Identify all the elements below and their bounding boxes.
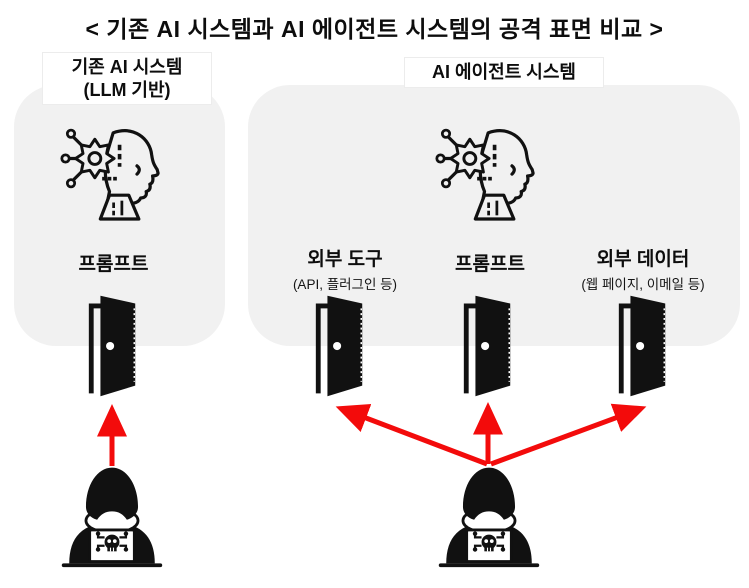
surface-sublabel: (API, 플러그인 등) bbox=[292, 276, 398, 292]
open-door-icon bbox=[311, 291, 369, 403]
open-door-icon bbox=[459, 291, 517, 403]
agent-attack-surface-data: 외부 데이터 (웹 페이지, 이메일 등) bbox=[552, 249, 734, 293]
legacy-system-header: 기존 AI 시스템 (LLM 기반) bbox=[42, 52, 212, 105]
surface-label: 프롬프트 bbox=[78, 254, 149, 275]
legacy-system-header-line2: (LLM 기반) bbox=[83, 79, 171, 100]
surface-label: 외부 도구 bbox=[307, 249, 383, 270]
open-door-icon bbox=[614, 291, 672, 403]
ai-brain-head-icon bbox=[60, 120, 170, 230]
attack-arrow-agent-data bbox=[490, 403, 647, 467]
surface-label: 외부 데이터 bbox=[596, 249, 690, 270]
agent-attack-surface-prompt: 프롬프트 bbox=[408, 254, 572, 276]
hacker-icon bbox=[433, 463, 545, 569]
surface-sublabel: (웹 페이지, 이메일 등) bbox=[581, 276, 705, 292]
diagram-title: < 기존 AI 시스템과 AI 에이전트 시스템의 공격 표면 비교 > bbox=[85, 16, 664, 42]
surface-label: 프롬프트 bbox=[455, 254, 525, 275]
attack-arrow-agent-tools bbox=[335, 403, 488, 467]
agent-system-header-label: AI 에이전트 시스템 bbox=[432, 62, 576, 82]
ai-brain-head-icon bbox=[435, 120, 545, 230]
open-door-icon bbox=[84, 291, 142, 403]
legacy-attack-surface-label: 프롬프트 bbox=[36, 254, 191, 276]
agent-attack-surface-tools: 외부 도구 (API, 플러그인 등) bbox=[263, 249, 427, 293]
hacker-icon bbox=[56, 463, 168, 569]
legacy-system-header-line1: 기존 AI 시스템 bbox=[71, 57, 183, 77]
agent-system-header: AI 에이전트 시스템 bbox=[404, 57, 604, 88]
